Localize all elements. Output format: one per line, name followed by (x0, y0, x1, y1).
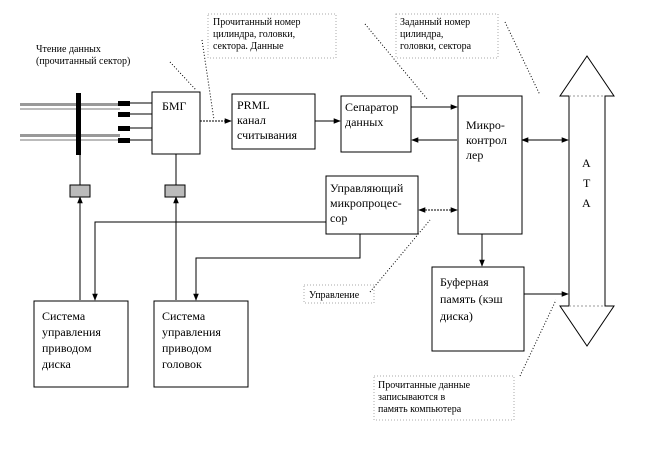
buffer-block (431, 266, 525, 352)
note-target-address-box (395, 13, 499, 59)
head-wires (130, 102, 152, 141)
note-to-memory-box (373, 375, 515, 421)
note-read-data: Чтение данных (прочитанный сектор) (36, 44, 130, 67)
bmg-label: БМГ (162, 99, 187, 113)
disk-platters (20, 93, 120, 155)
separator-label: Сепаратор данных (345, 100, 401, 129)
read-heads (118, 101, 130, 143)
note-control: Управление (309, 290, 360, 301)
cpu-block (325, 175, 419, 235)
bmg-block (151, 91, 201, 155)
controller-label: Микро- контрол лер (466, 118, 510, 162)
ata-bus-dashes (569, 95, 605, 307)
disk-drive-control-label: Система управления приводом диска (42, 309, 104, 371)
ata-bus (559, 55, 615, 347)
connections (77, 104, 569, 301)
note-control-box (303, 284, 375, 304)
cpu-label: Управляющий микропроцес- сор (330, 181, 406, 225)
head-drive-control-block (153, 300, 249, 388)
head-actuator (164, 184, 186, 198)
note-to-memory: Прочитанные данные записываются в память… (378, 380, 473, 415)
buffer-label: Буферная память (кэш диска) (440, 275, 506, 323)
head-drive-control-label: Система управления приводом головок (162, 309, 224, 371)
note-target-address: Заданный номер цилиндра, головки, сектор… (400, 17, 473, 52)
controller-block (457, 95, 523, 235)
note-leaders (169, 21, 557, 377)
note-read-address: Прочитанный номер цилиндра, головки, сек… (213, 17, 303, 52)
spindle-motor (69, 184, 91, 198)
prml-label: PRML канал считывания (237, 98, 298, 142)
separator-block (340, 95, 412, 153)
disk-drive-control-block (33, 300, 129, 388)
ata-label: А Т А (582, 156, 594, 210)
note-read-address-box (207, 13, 337, 59)
